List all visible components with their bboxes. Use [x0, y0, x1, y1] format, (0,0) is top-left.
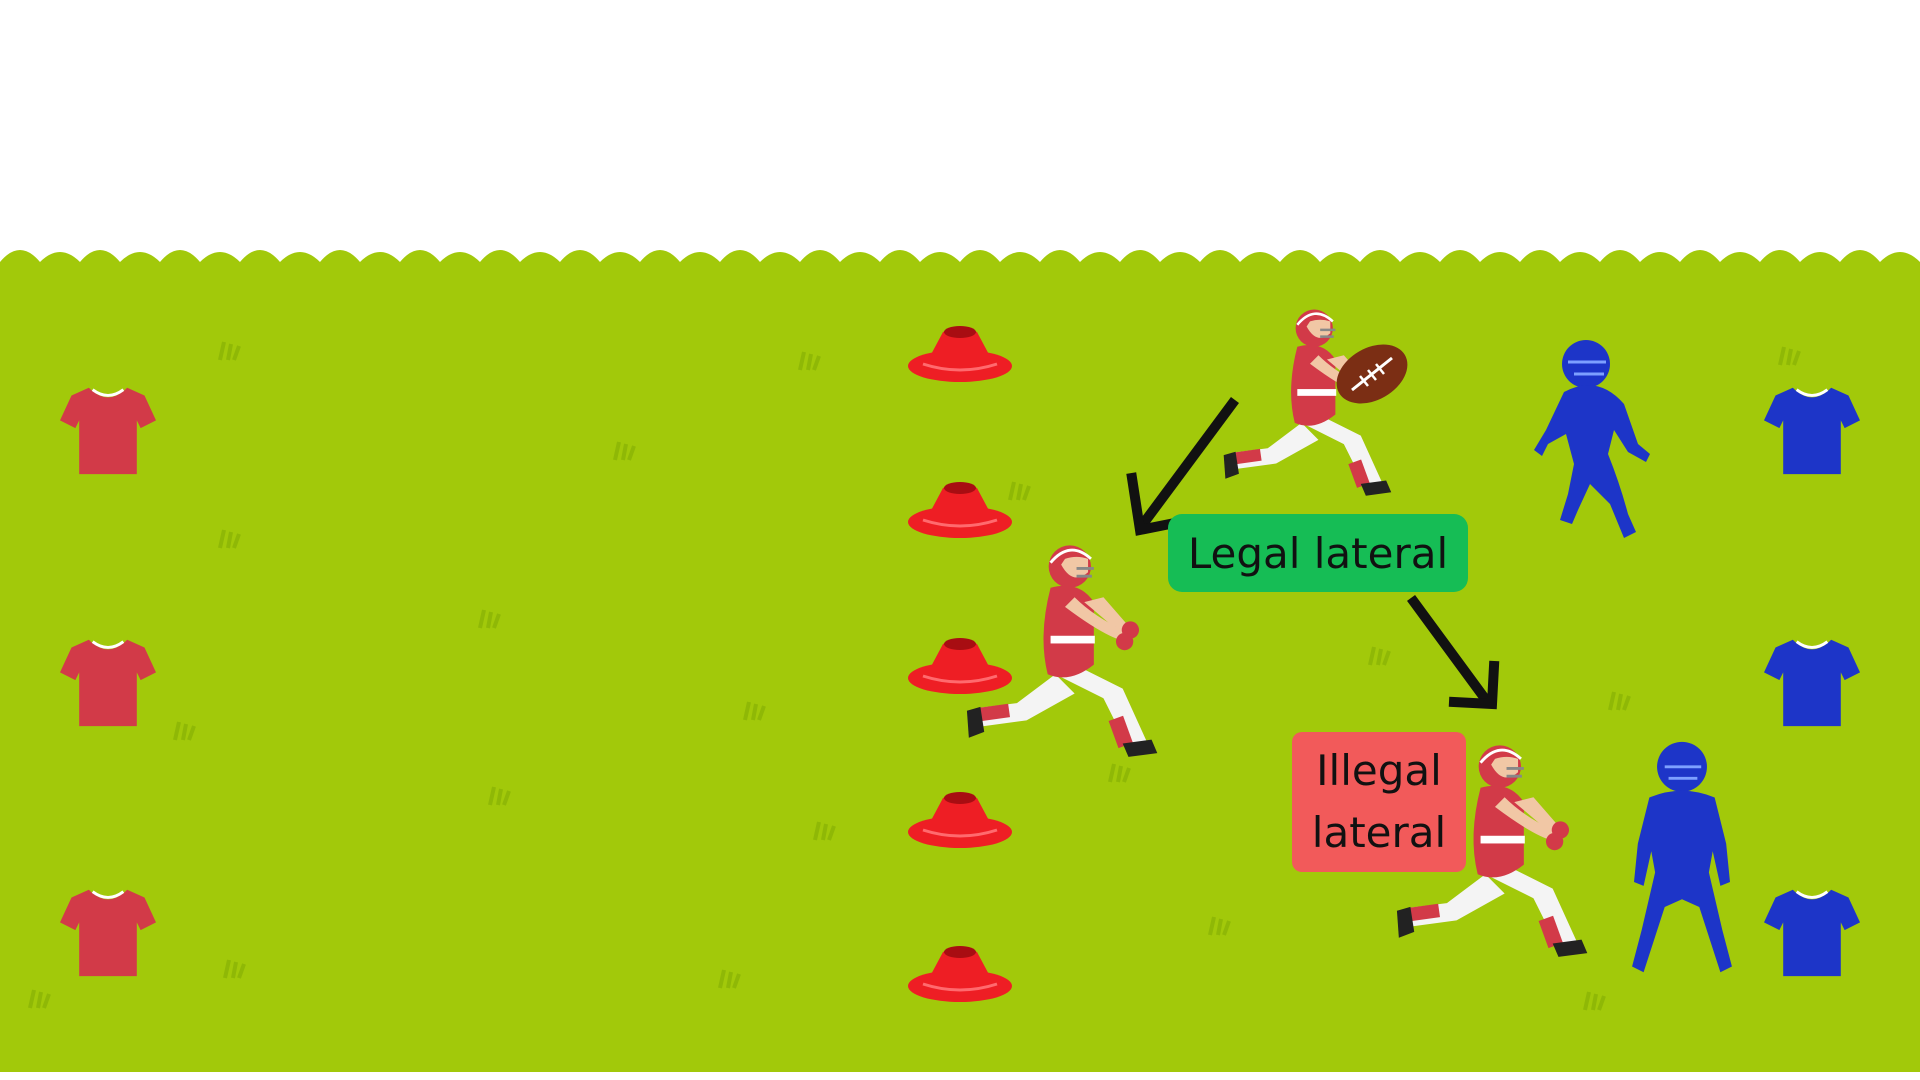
illegal-lateral-label-line1: Illegal: [1316, 746, 1442, 795]
grass-tuft: [798, 351, 821, 371]
grass-tuft: [1583, 991, 1606, 1011]
grass-tuft: [223, 959, 246, 979]
grass-tuft: [1008, 481, 1031, 501]
football-icon: [1336, 344, 1408, 404]
grass-tuft: [28, 989, 51, 1009]
illegal-lateral-label: Illegal lateral: [1292, 732, 1466, 872]
grass-tuft: [488, 786, 511, 806]
grass-tuft: [173, 721, 196, 741]
illegal-lateral-label-line2: lateral: [1311, 808, 1447, 857]
grass-tuft: [218, 529, 241, 549]
grass-tuft: [1208, 916, 1231, 936]
grass-tuft: [478, 609, 501, 629]
grass-tuft: [1608, 691, 1631, 711]
grass-tuft: [813, 821, 836, 841]
illegal-lateral-arrow: [1407, 595, 1500, 710]
grass-tuft: [613, 441, 636, 461]
grass-tuft: [718, 969, 741, 989]
grass-tuft: [1778, 346, 1801, 366]
legal-lateral-label: Legal lateral: [1168, 514, 1468, 592]
grass-tuft: [1368, 646, 1391, 666]
grass-tuft: [743, 701, 766, 721]
grass-tuft: [1108, 763, 1131, 783]
grass-tuft: [218, 341, 241, 361]
